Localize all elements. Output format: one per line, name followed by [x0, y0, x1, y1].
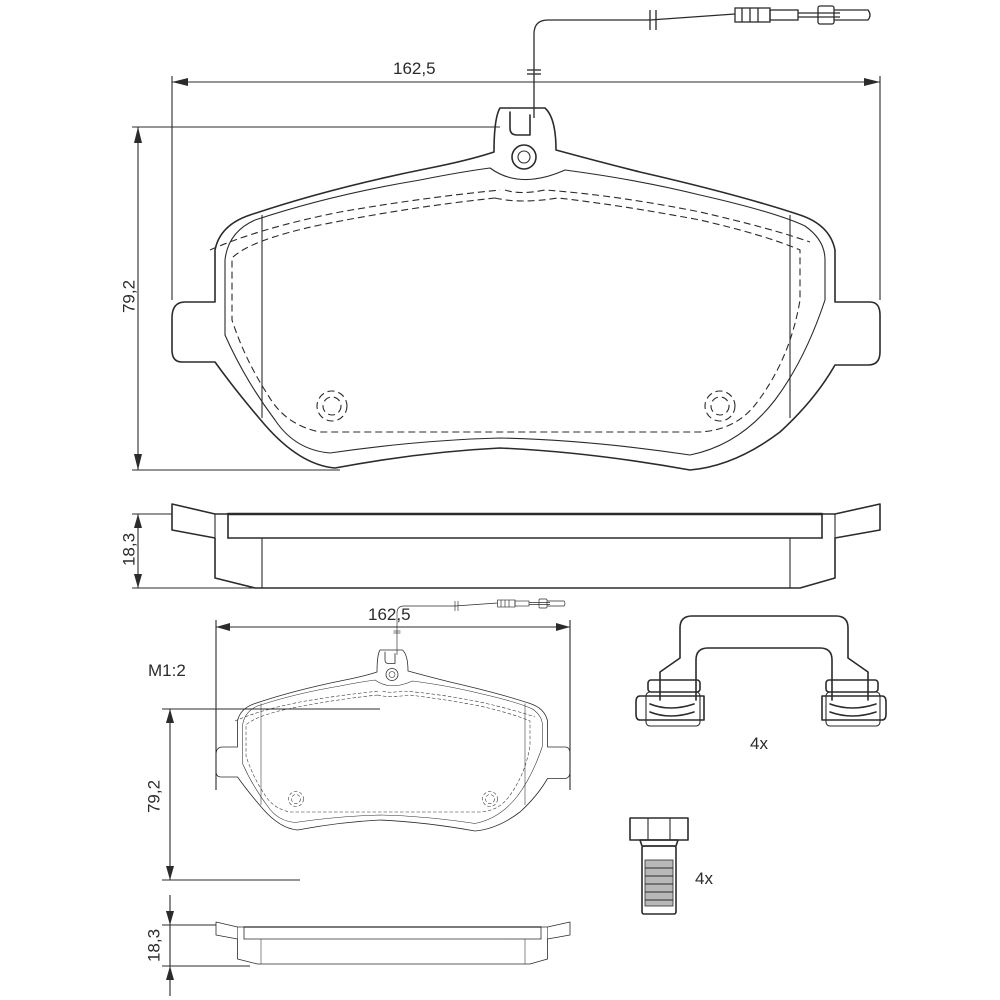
- scaled-height-label: 79,2: [144, 779, 164, 814]
- pad-front-view: [171, 5, 881, 471]
- main-height-dimension: [132, 126, 500, 471]
- main-width-dimension: [171, 76, 881, 300]
- scale-label: M1:2: [148, 661, 186, 680]
- scaled-thickness-dimension: [162, 895, 250, 996]
- pad-side-view-scaled: [215, 921, 571, 965]
- pad-front-view-scaled: [215, 598, 571, 832]
- main-height-label: 79,2: [119, 279, 139, 314]
- scaled-width-label: 162,5: [368, 605, 411, 624]
- main-width-label: 162,5: [393, 59, 436, 78]
- pad-side-view: [170, 502, 882, 590]
- retaining-clip-drawing: [635, 615, 887, 727]
- main-thickness-label: 18,3: [119, 532, 139, 567]
- clip-quantity-label: 4x: [750, 734, 768, 753]
- scaled-width-dimension: [215, 620, 571, 790]
- bolt-quantity-label: 4x: [695, 869, 713, 888]
- scaled-height-dimension: [162, 708, 380, 881]
- bolt-drawing: [629, 817, 689, 915]
- scaled-thickness-label: 18,3: [144, 928, 164, 963]
- main-thickness-dimension: [132, 513, 255, 589]
